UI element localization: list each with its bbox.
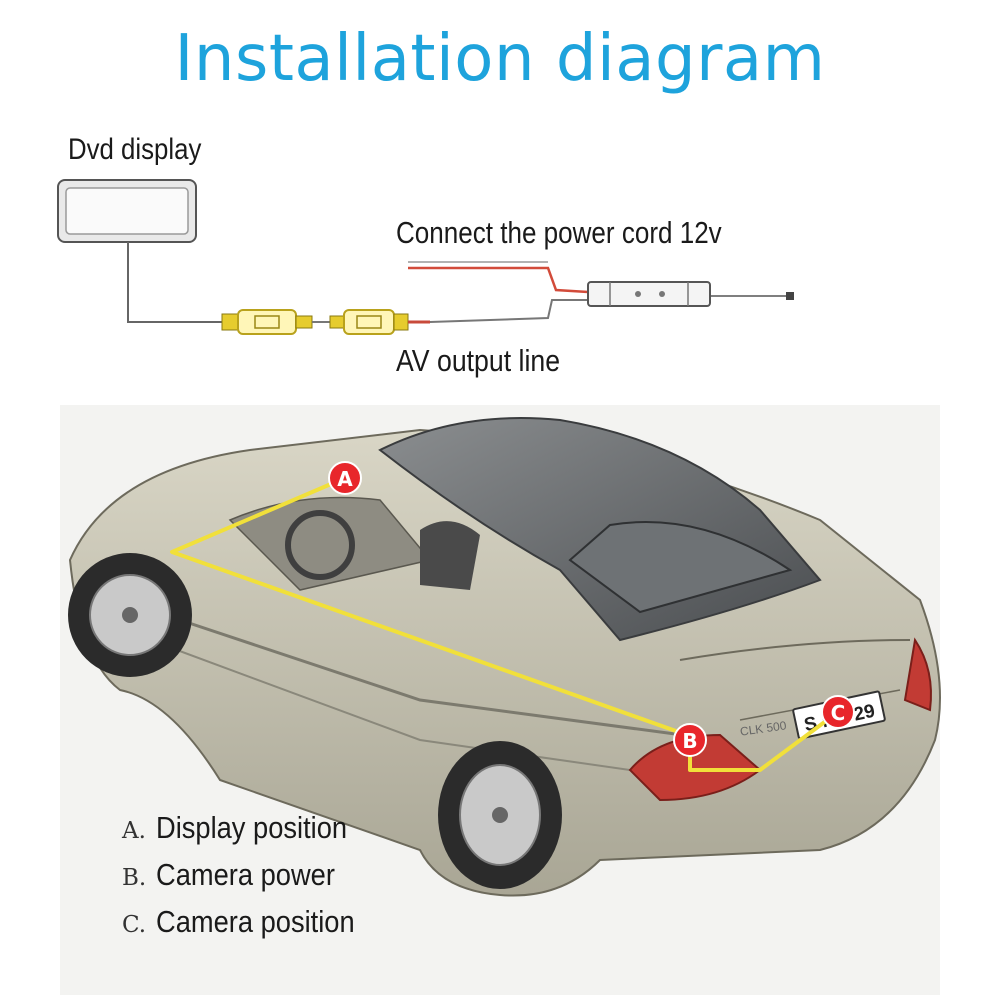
car-illustration: S NK 29 CLK 500 A B C xyxy=(60,405,941,995)
dvd-display-label: Dvd display xyxy=(68,133,202,166)
legend-letter: C. xyxy=(122,912,147,938)
display-cable xyxy=(127,242,222,323)
av-connector-icon xyxy=(221,309,409,335)
legend-text: Display position xyxy=(156,810,348,845)
marker-c: C xyxy=(821,695,855,729)
av-output-label: AV output line xyxy=(396,343,561,378)
legend-letter: B. xyxy=(122,865,147,891)
front-wheel-icon xyxy=(68,553,192,677)
legend-item-a: A. Display position xyxy=(122,810,382,857)
marker-a-letter: A xyxy=(337,467,353,491)
legend-letter: A. xyxy=(122,818,146,844)
marker-b: B xyxy=(673,723,707,757)
marker-b-letter: B xyxy=(682,729,697,753)
dvd-display-icon xyxy=(57,179,197,243)
legend: A. Display position B. Camera power C. C… xyxy=(122,810,382,951)
power-cord xyxy=(408,266,589,294)
wiring-schematic xyxy=(57,179,794,335)
power-cord-label: Connect the power cord 12v xyxy=(396,215,722,250)
legend-text: Camera power xyxy=(156,857,335,892)
legend-item-b: B. Camera power xyxy=(122,857,382,904)
marker-c-letter: C xyxy=(831,701,846,725)
car-badge: CLK 500 xyxy=(739,718,788,738)
camera-icon xyxy=(587,281,794,307)
diagram-title: Installation diagram xyxy=(174,22,826,96)
legend-item-c: C. Camera position xyxy=(122,904,382,951)
marker-a: A xyxy=(328,461,362,495)
legend-text: Camera position xyxy=(156,904,355,939)
rear-wheel-icon xyxy=(438,741,562,889)
car-body xyxy=(68,417,941,897)
